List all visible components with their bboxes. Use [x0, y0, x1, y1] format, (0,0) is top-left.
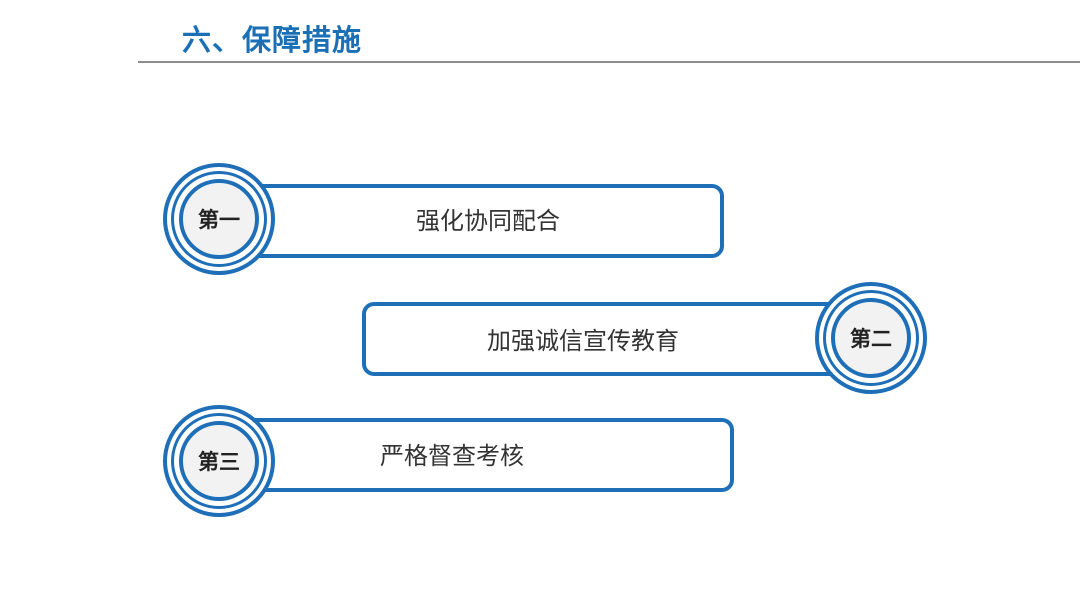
slide-title: 六、保障措施 [182, 23, 363, 57]
title-divider [138, 61, 1080, 63]
badge-label-2: 第二 [850, 327, 892, 351]
item-bar-3 [240, 418, 734, 492]
badge-ring [171, 413, 267, 509]
badge-inner: 第三 [179, 421, 259, 501]
badge-1: 第一 [163, 163, 275, 275]
item-bar-2 [362, 302, 848, 376]
badge-3: 第三 [163, 405, 275, 517]
badge-ring [171, 171, 267, 267]
badge-inner: 第一 [179, 179, 259, 259]
item-text-3: 严格督查考核 [380, 442, 524, 470]
item-text-1: 强化协同配合 [416, 207, 560, 235]
badge-2: 第二 [815, 282, 927, 394]
item-text-2: 加强诚信宣传教育 [487, 327, 679, 355]
item-bar-1 [240, 184, 724, 258]
badge-label-1: 第一 [198, 208, 240, 232]
badge-ring [823, 290, 919, 386]
badge-inner: 第二 [831, 298, 911, 378]
badge-label-3: 第三 [198, 450, 240, 474]
